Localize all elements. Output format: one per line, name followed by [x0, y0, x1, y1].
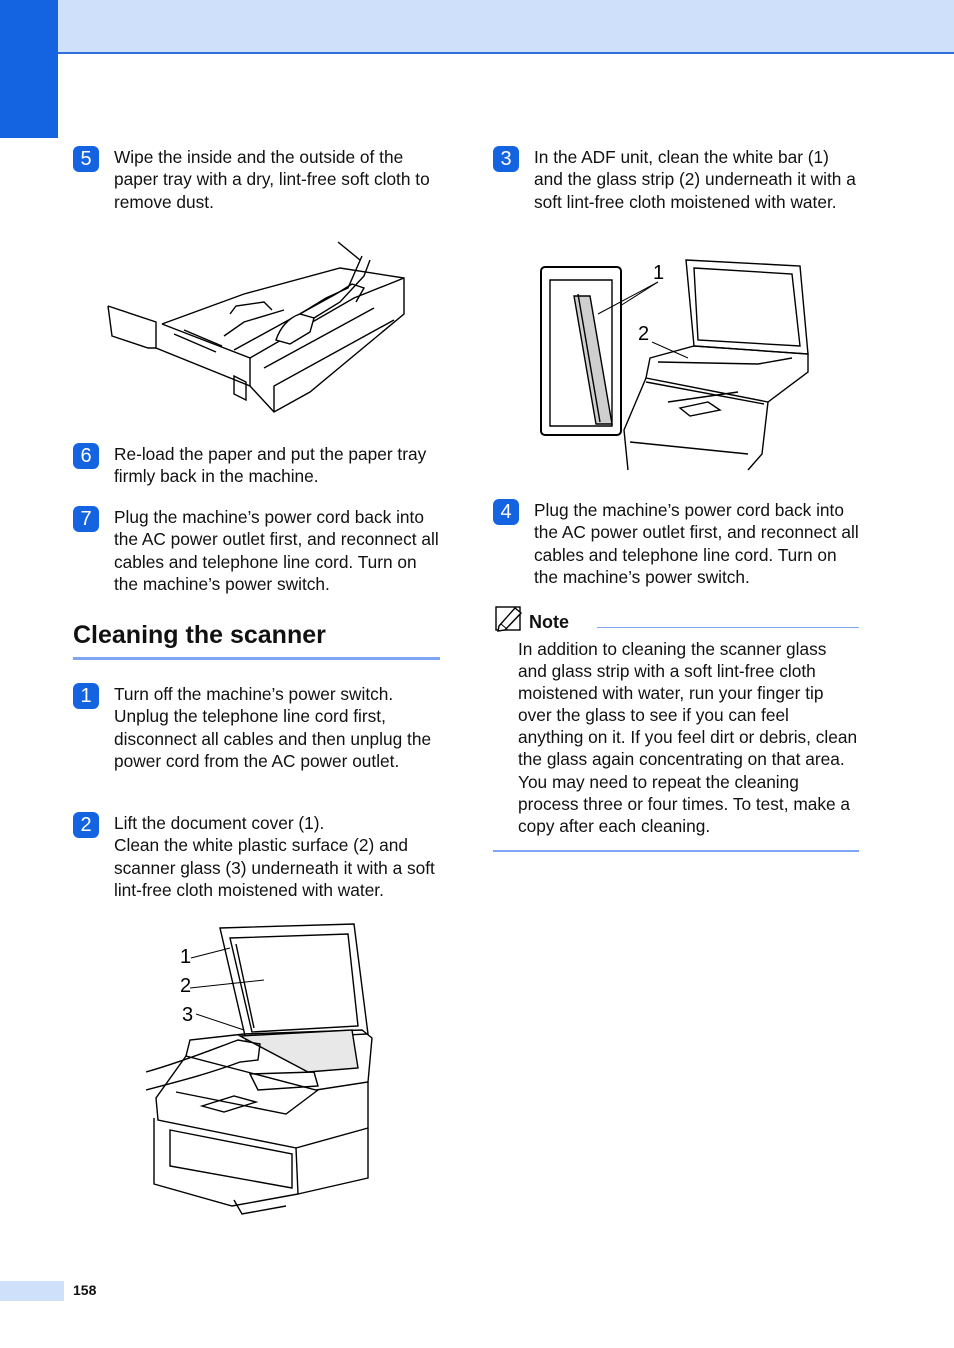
step-badge: 5	[73, 146, 99, 172]
pencil-note-icon	[495, 606, 523, 632]
figure-callout: 2	[180, 975, 192, 997]
chapter-tab	[0, 0, 58, 138]
note-text: In addition to cleaning the scanner glas…	[518, 639, 858, 836]
step-line: Clean the white plastic surface (2) and …	[114, 835, 435, 900]
step-line: Lift the document cover (1).	[114, 813, 325, 833]
step-text: In the ADF unit, clean the white bar (1)…	[534, 147, 856, 212]
step-5: 5 Wipe the inside and the outside of the…	[73, 146, 443, 216]
step-badge: 2	[73, 812, 99, 838]
step-text: Plug the machine’s power cord back into …	[534, 500, 859, 587]
footer-band	[0, 1281, 64, 1301]
step-badge: 6	[73, 443, 99, 469]
step-text: Wipe the inside and the outside of the p…	[114, 147, 430, 212]
figure-callout: 1	[653, 262, 665, 284]
step-2: 2 Lift the document cover (1). Clean the…	[73, 812, 443, 906]
step-3: 3 In the ADF unit, clean the white bar (…	[493, 146, 863, 238]
step-text: Lift the document cover (1). Clean the w…	[114, 812, 444, 901]
note-box: Note In addition to cleaning the scanner…	[493, 606, 859, 852]
step-badge: 7	[73, 506, 99, 532]
step-badge: 1	[73, 683, 99, 709]
page-number: 158	[73, 1282, 97, 1298]
adf-cleaning-illustration	[540, 259, 809, 471]
step-4: 4 Plug the machine’s power cord back int…	[493, 499, 863, 591]
header-band	[58, 0, 954, 54]
figure-callout: 2	[638, 323, 650, 345]
section-title: Cleaning the scanner	[73, 621, 326, 649]
step-text: Re-load the paper and put the paper tray…	[114, 444, 427, 487]
step-badge: 4	[493, 499, 519, 525]
paper-tray-illustration	[107, 241, 405, 413]
step-6: 6 Re-load the paper and put the paper tr…	[73, 443, 443, 493]
scanner-cleaning-illustration	[146, 923, 373, 1215]
section-rule	[73, 657, 440, 660]
step-badge: 3	[493, 146, 519, 172]
note-header-rule	[597, 627, 859, 628]
figure-callout: 1	[180, 946, 192, 968]
note-label: Note	[529, 612, 569, 632]
step-7: 7 Plug the machine’s power cord back int…	[73, 506, 443, 598]
step-text: Plug the machine’s power cord back into …	[114, 507, 439, 594]
step-1: 1 Turn off the machine’s power switch. U…	[73, 683, 443, 799]
step-text: Turn off the machine’s power switch. Unp…	[114, 684, 432, 771]
figure-callout: 3	[182, 1004, 194, 1026]
